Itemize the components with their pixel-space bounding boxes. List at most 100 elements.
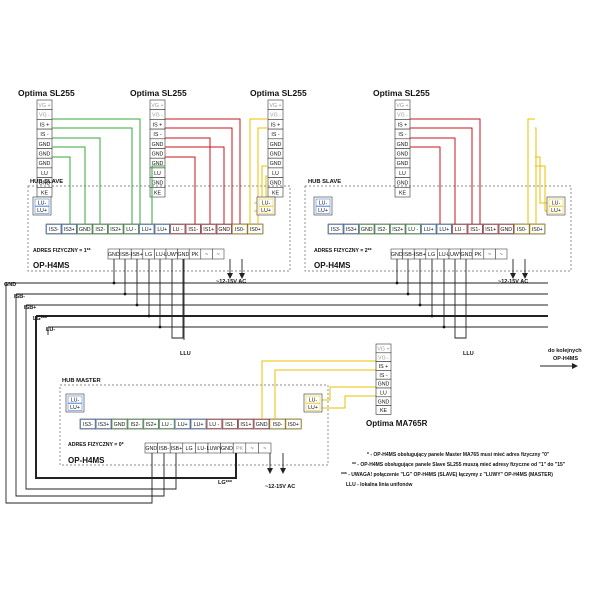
terminal-label: IS + [398,122,408,128]
hub-terminal-frame [93,224,108,234]
wires: LU-LU+LU-LU+LU-LU+ [5,118,578,504]
terminal-label: IS1- [188,227,198,233]
terminal-label: VG - [397,113,408,119]
junction [158,325,162,329]
hub-model: OP-H4MS [33,261,70,270]
terminal-label: LU - [126,227,136,233]
terminal-label: LU+ [308,405,318,411]
lu-terminal [315,206,331,214]
wire [52,146,86,224]
hub-terminal-frame [406,224,421,234]
terminal-label: GND [270,181,282,187]
bus-label-lu: LU- [46,327,55,333]
terminal-label: GND [397,181,409,187]
wire [171,259,184,339]
hub-master-label: HUB MASTER [62,378,101,384]
terminal-label: LU - [162,422,172,428]
power-label: ~12-15V AC [265,484,295,490]
hub-terminal [258,442,272,454]
terminal-label: IS3- [83,422,93,428]
terminal-label: IS1+ [203,227,214,233]
terminal-label: ~ [488,252,491,258]
terminal-label: GND [397,142,409,148]
lu-terminal [67,403,83,411]
terminal-label: IS1+ [240,422,251,428]
terminal-label: IS2+ [110,227,121,233]
hub-terminal-frame [222,419,238,429]
terminal-label: ISB+ [414,252,426,258]
wire [322,395,376,409]
power-arrow [227,273,233,279]
hub-terminal-frame [217,224,232,234]
terminal-label: LU- [552,201,561,207]
hub-terminal-frame [359,224,374,234]
terminal-label: IS0+ [288,422,299,428]
terminal-label: IS + [40,122,50,128]
hub-terminal-frame [77,224,92,234]
terminal-label: LU+ [178,422,188,428]
wire [52,127,133,224]
terminal-label: GND [178,252,190,258]
terminal-label: VG + [151,103,163,109]
hub-terminal-frame [248,224,263,234]
terminal-label: LU- [71,398,80,404]
terminal-label: GND [270,161,282,167]
terminal-label: LU- [319,201,328,207]
terminal-label: LUWY [447,252,463,258]
junction [395,281,399,285]
hub-terminal [247,223,264,235]
wire [52,156,71,224]
terminal-label: GND [108,252,120,258]
wire [165,146,225,224]
terminal-label: GND [397,152,409,158]
terminal-label: ISB- [159,446,170,452]
keypad-terminal [394,187,411,198]
hub-terminal-frame [139,224,154,234]
note-line: * - OP-H4MS obsługujący panele Master MA… [367,452,550,458]
power-label: ~12-15V AC [216,279,246,285]
note-line: LLU - lokalna linia unifonów [346,482,412,488]
terminal-label: GND [79,227,91,233]
terminal-label: LU- [309,398,318,404]
terminal-label: ~ [217,252,220,258]
wire [165,127,233,224]
terminal-label: VG - [39,113,50,119]
lu-terminal [258,206,274,214]
hub-address: ADRES FIZYCZNY = 0* [68,442,125,448]
wire [52,118,141,224]
lu-terminal [305,403,321,411]
terminal-label: ISB- [120,252,131,258]
junction [112,281,116,285]
junction [135,303,139,307]
terminal-label: KE [380,408,388,414]
terminal-label: IS3+ [98,422,109,428]
master-keypad-title: Optima MA765R [366,419,428,428]
hub-terminal-frame [468,224,483,234]
wire [454,259,467,339]
hub-model: OP-H4MS [68,456,105,465]
terminal-label: VG + [377,347,389,353]
hub-terminal-frame [159,419,175,429]
power-arrow [522,273,528,279]
wire [535,156,552,204]
terminal-label: IS + [153,122,163,128]
lu-terminal [305,395,321,404]
junction [147,314,151,318]
terminal-label: LG [186,446,193,452]
wire [261,360,376,419]
terminal-label: ISB+ [131,252,143,258]
hub-terminal-frame [191,419,206,429]
next-arrow [572,363,578,369]
junction [442,325,446,329]
terminal-label: ISB+ [171,446,183,452]
terminal-label: LU+ [318,208,328,214]
terminal-label: IS3- [49,227,59,233]
wire [151,165,165,224]
terminal-label: IS + [271,122,281,128]
terminal-label: IS2- [130,422,140,428]
terminal-label: GND [461,252,473,258]
